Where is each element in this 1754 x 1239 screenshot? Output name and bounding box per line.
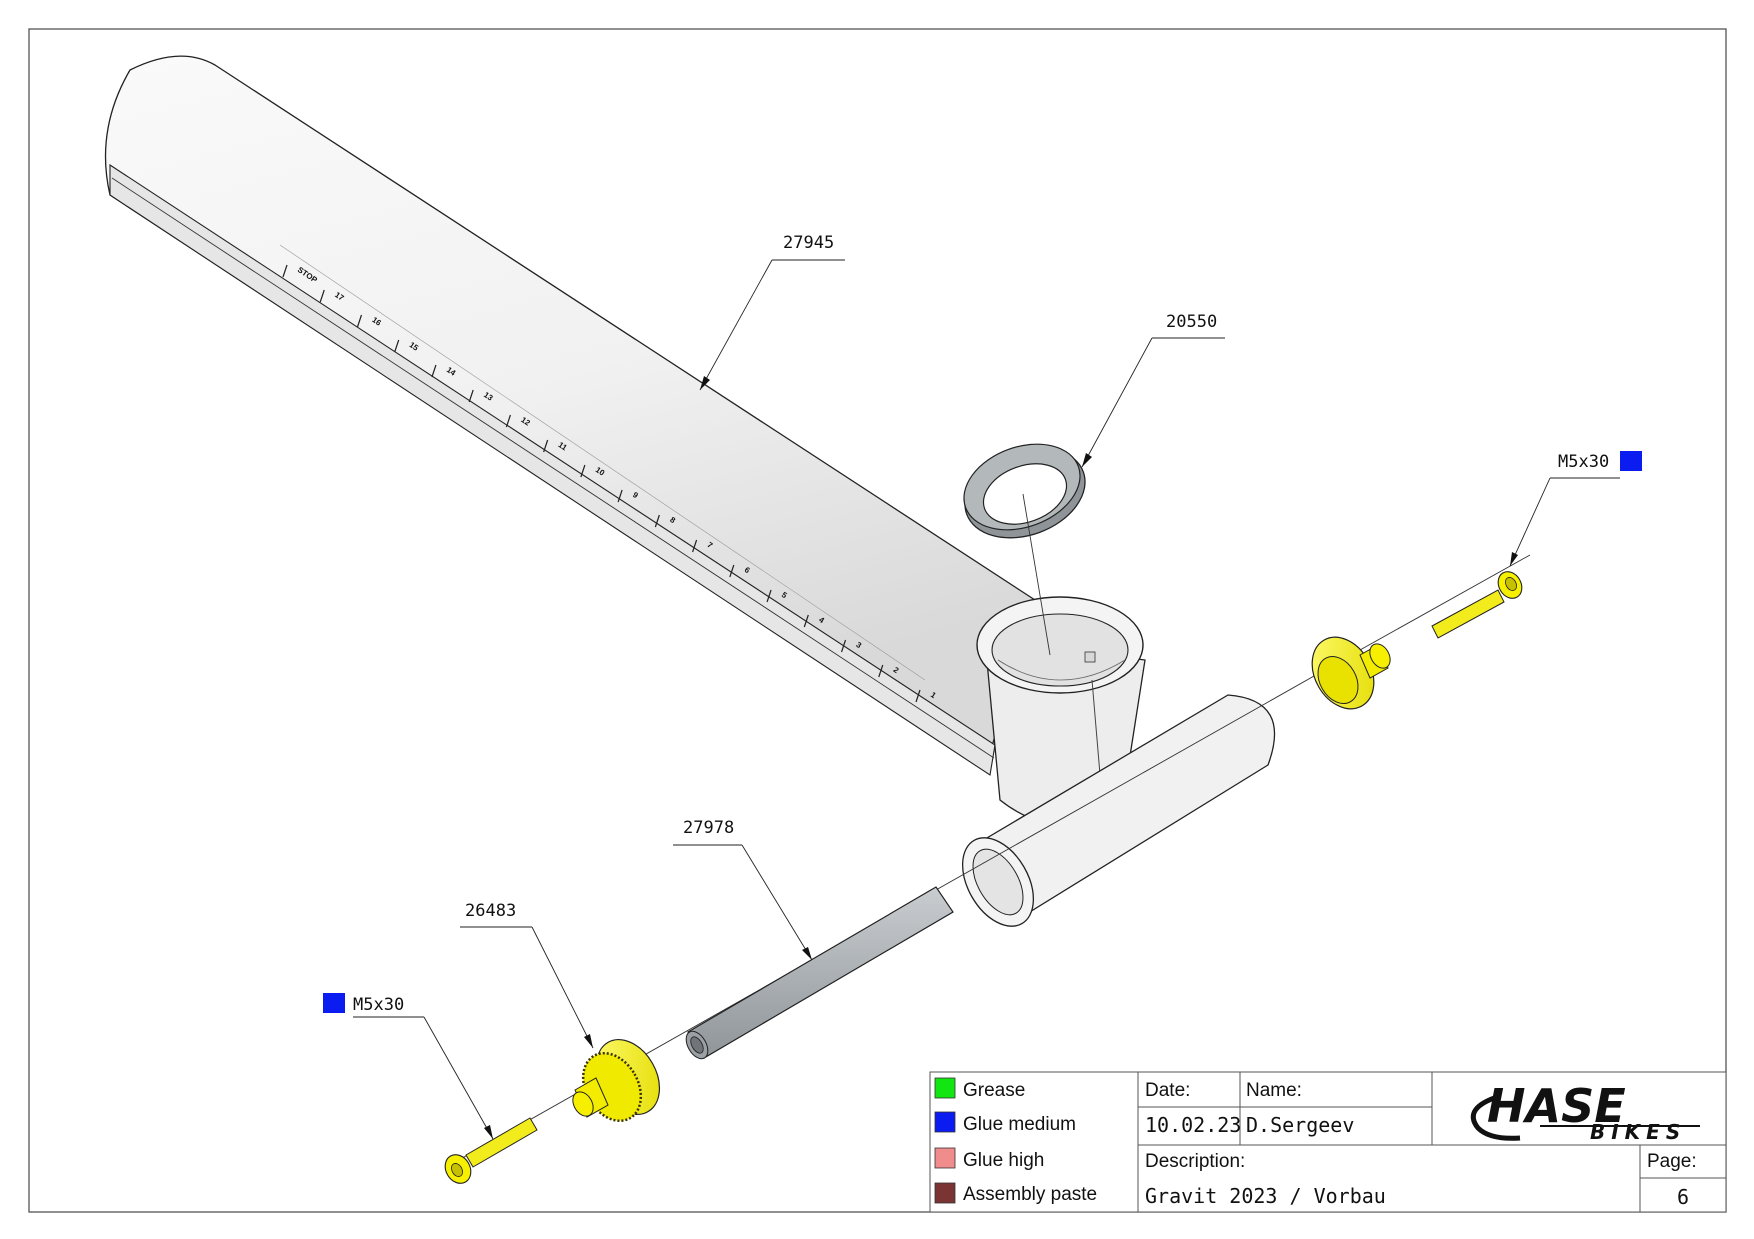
date-value: 10.02.23 xyxy=(1145,1113,1241,1137)
assembly-axis-upper xyxy=(1359,554,1531,651)
scale-tick-label: 2 xyxy=(892,665,901,675)
scale-tick xyxy=(356,314,363,328)
right-screw-part xyxy=(1431,571,1523,639)
legend-glue-medium: Glue medium xyxy=(934,1111,1076,1135)
callout-label-26483: 26483 xyxy=(465,901,516,921)
scale-tick xyxy=(282,264,288,278)
callout-label-m5x30-right: M5x30 xyxy=(1558,452,1609,472)
scale-tick xyxy=(617,489,623,503)
scale-tick xyxy=(729,564,735,578)
scale-tick-label: 4 xyxy=(817,615,826,625)
drawing-frame xyxy=(28,28,1727,1213)
scale-tick xyxy=(878,664,884,678)
scale-tick-label: 5 xyxy=(780,590,789,600)
scale-tick xyxy=(580,464,586,478)
callout-label-20550: 20550 xyxy=(1166,312,1217,332)
scale-tick-label: 9 xyxy=(631,490,640,500)
date-label: Date: xyxy=(1145,1080,1190,1101)
scale-tick-label: 3 xyxy=(854,640,863,650)
logo-subtext: BIKES xyxy=(1590,1120,1686,1144)
scale-tick xyxy=(803,614,809,628)
legend-assembly-paste: Assembly paste xyxy=(934,1182,1097,1205)
hase-bikes-logo: HASE BIKES xyxy=(1470,1079,1700,1144)
callout-m5x30-right: M5x30 xyxy=(1509,451,1642,567)
logo-wordmark: HASE xyxy=(1487,1079,1626,1133)
scale-tick xyxy=(915,689,921,703)
callout-26483: 26483 xyxy=(460,901,594,1049)
callout-20550: 20550 xyxy=(1081,312,1225,468)
scale-tick xyxy=(543,439,549,453)
callout-label-m5x30-left: M5x30 xyxy=(353,995,404,1015)
scale-tick-label: 1 xyxy=(929,690,938,700)
glue-medium-marker-right xyxy=(1620,451,1642,471)
callout-m5x30-left: M5x30 xyxy=(323,993,494,1140)
description-value: Gravit 2023 / Vorbau xyxy=(1145,1184,1386,1208)
callout-27978: 27978 xyxy=(673,818,813,961)
scale-tick xyxy=(766,589,772,603)
legend-label-assembly-paste: Assembly paste xyxy=(963,1184,1097,1205)
scale-tick-label: 8 xyxy=(668,515,677,525)
legend-glue-high: Glue high xyxy=(934,1147,1044,1171)
name-value: D.Sergeev xyxy=(1246,1113,1354,1137)
scale-tick xyxy=(654,514,660,528)
seat-tube-part xyxy=(104,55,1036,776)
scale-tick-label: 7 xyxy=(705,540,714,550)
bearing-ring-part xyxy=(963,443,1086,656)
left-clamp-part xyxy=(572,1039,661,1123)
legend-label-glue-medium: Glue medium xyxy=(963,1114,1076,1135)
scale-tick xyxy=(505,414,511,428)
rod-part xyxy=(685,886,954,1060)
legend-label-glue-high: Glue high xyxy=(963,1150,1044,1171)
legend-grease: Grease xyxy=(934,1077,1025,1101)
legend-label-grease: Grease xyxy=(963,1080,1025,1101)
left-screw-part xyxy=(444,1117,538,1184)
title-block: Grease Glue medium Glue high Assembly pa… xyxy=(929,1071,1727,1213)
callout-label-27945: 27945 xyxy=(783,233,834,253)
callout-27945: 27945 xyxy=(699,233,845,391)
scale-tick xyxy=(468,389,474,403)
glue-medium-marker-left xyxy=(323,993,345,1013)
page-number: 6 xyxy=(1677,1185,1689,1209)
page-label: Page: xyxy=(1647,1151,1697,1172)
scale-tick-label: 6 xyxy=(743,565,752,575)
scale-tick xyxy=(840,639,847,653)
right-clamp-part xyxy=(1311,636,1391,710)
scale-tick xyxy=(394,339,400,353)
scale-tick xyxy=(319,289,325,303)
callout-label-27978: 27978 xyxy=(683,818,734,838)
description-label: Description: xyxy=(1145,1151,1245,1172)
cross-tube-part xyxy=(961,694,1276,927)
name-label: Name: xyxy=(1246,1080,1302,1101)
scale-tick xyxy=(431,364,437,378)
scale-tick xyxy=(692,539,698,553)
